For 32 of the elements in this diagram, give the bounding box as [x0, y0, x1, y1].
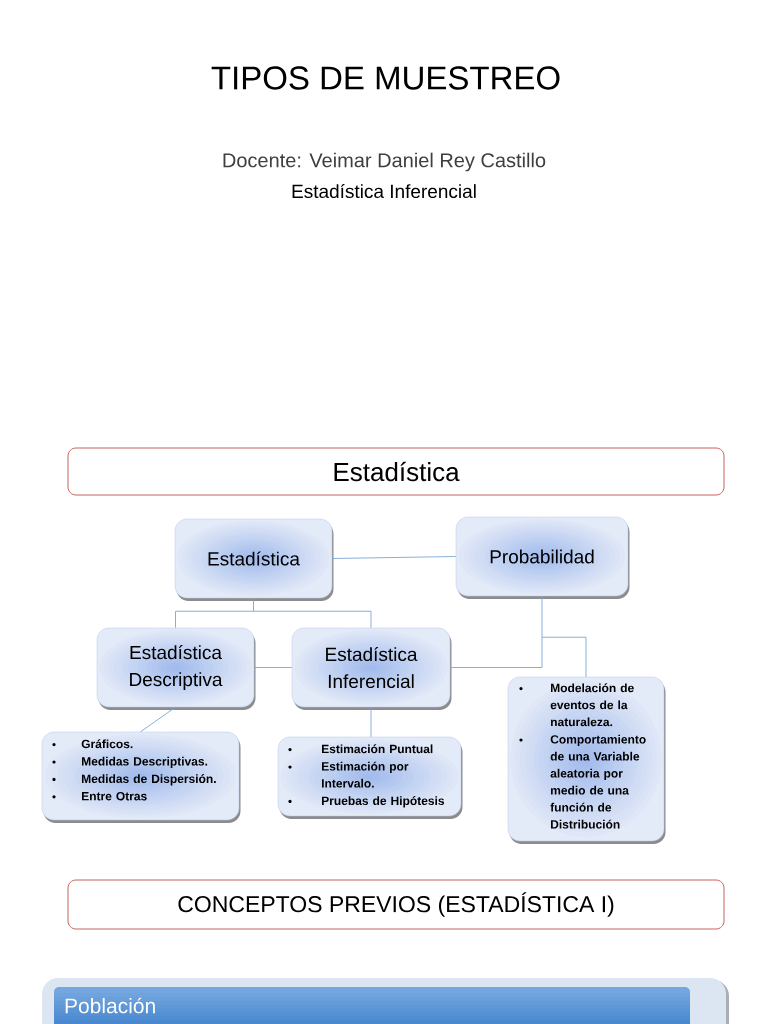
- header-bar: Población: [54, 987, 690, 1024]
- list-item: Estimación por Intervalo.: [322, 761, 409, 788]
- connector-line: [175, 610, 254, 629]
- rounded-box: Probabilidad: [455, 516, 630, 599]
- list-item: Medidas Descriptivas.: [82, 756, 208, 768]
- list-item: Entre Otras: [82, 791, 147, 801]
- list-item: Pruebas de Hipótesis: [322, 796, 445, 808]
- subtitle: Docente: Veimar Daniel Rey Castillo: [223, 152, 546, 172]
- bullet-list-box: [507, 676, 666, 844]
- rounded-box: Estadística Inferencial: [291, 627, 452, 710]
- connector-line: [449, 636, 543, 668]
- heading-box: CONCEPTOS PREVIOS (ESTADÍSTICA I): [67, 879, 725, 930]
- list-item: Modelación de eventos de la naturaleza.: [550, 683, 634, 727]
- connector-line: [140, 706, 176, 733]
- list-item: Gráficos.: [81, 739, 133, 749]
- list-item: Comportamiento de una Variable aleatoria por medio de una función de Distribución: [550, 734, 646, 829]
- slide-title: TIPOS DE MUESTREO: [211, 66, 560, 90]
- connector-line: [331, 556, 457, 559]
- heading-box: Estadística: [67, 447, 725, 496]
- bullet-list-box: [277, 736, 463, 819]
- connector-line: [370, 706, 372, 738]
- rounded-box: Estadística Descriptiva: [96, 627, 256, 710]
- connector-line: [541, 636, 587, 678]
- connector-line: [253, 597, 254, 612]
- connector-line: [253, 667, 293, 668]
- connector-line: [541, 595, 543, 638]
- list-item: Medidas de Dispersión.: [82, 774, 216, 786]
- rounded-box: Estadística: [174, 518, 334, 601]
- connector-line: [253, 610, 372, 629]
- subtitle: Estadística Inferencial: [292, 183, 476, 199]
- list-item: Estimación Puntual: [322, 744, 433, 754]
- bullet-list-box: [41, 731, 241, 823]
